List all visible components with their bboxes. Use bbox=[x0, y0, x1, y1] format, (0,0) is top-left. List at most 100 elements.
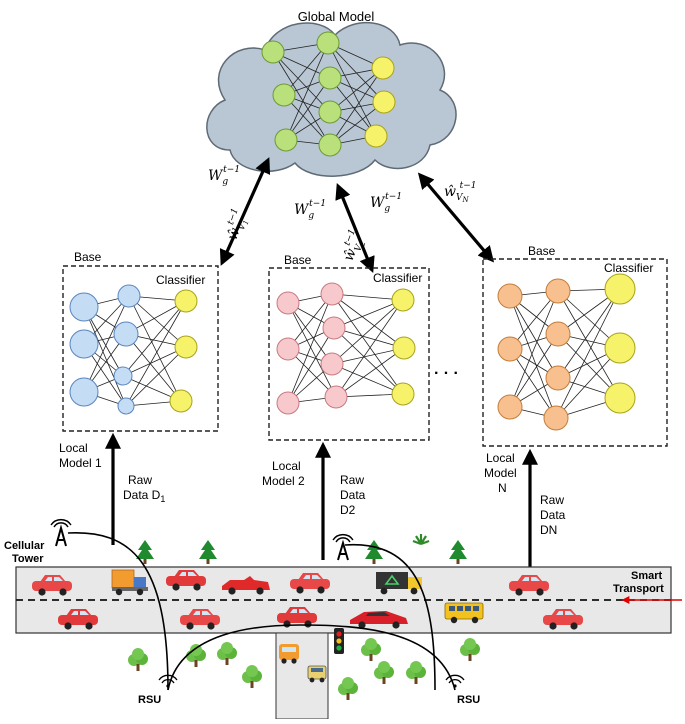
net1-edge bbox=[128, 295, 182, 402]
net3-node bbox=[604, 382, 636, 414]
local-model-2: Base Classifier bbox=[268, 253, 430, 441]
global-node bbox=[318, 100, 342, 124]
cellular-tower-left-icon bbox=[50, 519, 72, 547]
net2-edge bbox=[331, 293, 404, 395]
rsu-left-icon bbox=[158, 674, 178, 688]
plant-icon bbox=[412, 534, 430, 546]
net3-node bbox=[604, 273, 636, 305]
net2-node bbox=[391, 382, 415, 406]
car-icon bbox=[166, 570, 206, 591]
car-icon bbox=[32, 575, 72, 596]
net2-edge bbox=[335, 347, 405, 398]
global-model-title: Global Model bbox=[298, 9, 375, 24]
global-edge bbox=[272, 51, 331, 146]
global-edge bbox=[327, 42, 377, 137]
global-node bbox=[318, 66, 342, 90]
net3-edge bbox=[509, 290, 559, 408]
net2-edge bbox=[287, 302, 333, 365]
arrow-global-local1 bbox=[219, 157, 271, 266]
sports-car-icon bbox=[350, 611, 408, 629]
net3-node bbox=[545, 321, 571, 347]
net1-node bbox=[69, 329, 99, 359]
net1-node bbox=[174, 289, 198, 313]
car-icon bbox=[58, 609, 98, 630]
jeep-icon bbox=[307, 665, 327, 683]
local-model-n-classifier-label: Classifier bbox=[604, 261, 653, 275]
net1-node bbox=[69, 377, 99, 407]
net3-edge bbox=[555, 288, 621, 419]
tree-icon bbox=[361, 638, 381, 661]
net2-edge bbox=[333, 327, 404, 395]
net2-edge bbox=[331, 363, 404, 395]
global-edge bbox=[329, 67, 384, 146]
global-edge bbox=[285, 42, 329, 141]
net3-node bbox=[543, 405, 569, 431]
local-model-1-classifier-label: Classifier bbox=[156, 273, 205, 287]
net3-edge bbox=[509, 290, 559, 350]
local-model-1-base-label: Base bbox=[74, 250, 102, 264]
rsu-right-label: RSU bbox=[457, 694, 480, 706]
global-edge bbox=[329, 101, 385, 146]
pine-tree-icon bbox=[365, 540, 383, 564]
net2-node bbox=[276, 337, 300, 361]
global-edge bbox=[329, 77, 377, 137]
net2-edges bbox=[287, 293, 405, 404]
road-scene bbox=[15, 534, 672, 720]
net2-node bbox=[320, 282, 344, 306]
net1-edge bbox=[83, 295, 130, 393]
tree-icon bbox=[460, 638, 480, 661]
car-icon bbox=[509, 575, 549, 596]
car-icon bbox=[277, 607, 317, 628]
global-node bbox=[364, 124, 388, 148]
net3-edge bbox=[509, 348, 557, 419]
net3-node bbox=[497, 336, 523, 362]
net2-edge bbox=[287, 302, 337, 398]
pine-tree-icon bbox=[136, 540, 154, 564]
global-node bbox=[372, 90, 396, 114]
net1-node bbox=[113, 321, 139, 347]
sports-car-icon bbox=[222, 576, 270, 595]
net2-edge bbox=[287, 293, 333, 404]
net2-edge bbox=[331, 299, 404, 365]
net1-edges bbox=[83, 295, 187, 407]
car-icon bbox=[543, 609, 583, 630]
net2-edge bbox=[335, 299, 404, 398]
net3-node bbox=[545, 365, 571, 391]
net3-node bbox=[497, 283, 523, 309]
tree-icon bbox=[217, 642, 237, 665]
local-model-2-base-label: Base bbox=[284, 253, 312, 267]
vehicles bbox=[32, 569, 583, 683]
car-icon bbox=[290, 573, 330, 594]
net1-node bbox=[174, 335, 198, 359]
tree-icon bbox=[374, 661, 394, 684]
global-edge bbox=[327, 42, 385, 103]
net2-node bbox=[322, 316, 346, 340]
delivery-truck-icon bbox=[111, 569, 148, 596]
net1-node bbox=[113, 366, 133, 386]
net3-edge bbox=[509, 333, 559, 408]
trees bbox=[128, 534, 480, 700]
pine-tree-icon bbox=[449, 540, 467, 564]
net2-edge bbox=[287, 293, 333, 350]
arrow-global-localN bbox=[417, 172, 495, 263]
net1-edge bbox=[122, 346, 187, 377]
net1-edge bbox=[83, 306, 127, 407]
local-network-1 bbox=[69, 284, 198, 415]
net3-node bbox=[604, 332, 636, 364]
arrow-global-local2 bbox=[335, 183, 375, 273]
link-tower1-rsu bbox=[67, 532, 169, 691]
global-edge bbox=[272, 51, 331, 113]
net2-edge bbox=[333, 327, 405, 349]
net1-edge bbox=[125, 333, 182, 402]
net3-edge bbox=[557, 290, 621, 399]
net1-node bbox=[117, 284, 141, 308]
van-icon bbox=[279, 644, 299, 664]
local-model-2-classifier-label: Classifier bbox=[373, 271, 422, 285]
